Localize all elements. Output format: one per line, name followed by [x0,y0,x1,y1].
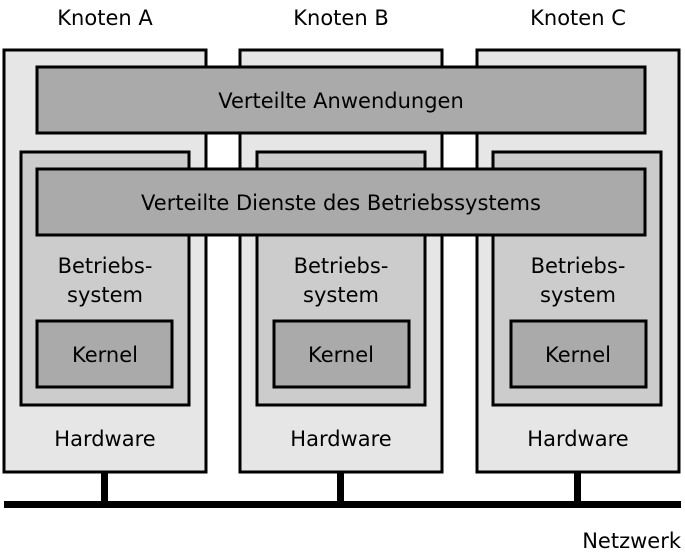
node-c-hardware-label: Hardware [527,427,628,451]
node-b-kernel-box [272,319,411,389]
node-b-hardware-label: Hardware [290,427,391,451]
node-b-kernel-label: Kernel [308,343,374,367]
node-c-os-label-2: system [540,283,616,307]
node-c-kernel-label: Kernel [545,343,611,367]
network: Netzwerk [4,501,682,553]
node-b-network-link [337,472,344,504]
services-layer-label: Verteilte Dienste des Betriebssystems [141,191,541,215]
node-a-kernel-label: Kernel [72,343,138,367]
node-b-title: Knoten B [293,6,388,30]
node-a-hardware-label: Hardware [54,427,155,451]
network-bus-line [4,501,681,508]
node-c-network-link [574,472,581,504]
node-a-os-label-1: Betriebs- [58,254,153,278]
node-a-os-label-2: system [67,283,143,307]
node-c-kernel-box [509,319,648,389]
node-b-os-label-1: Betriebs- [294,254,389,278]
node-a-kernel-box [35,319,174,389]
services-layer-box [35,167,647,237]
node-a-title: Knoten A [57,6,153,30]
node-a-network-link [101,472,108,504]
distributed-layers: Verteilte Anwendungen Verteilte Dienste … [35,65,647,237]
applications-layer-box [35,65,647,135]
network-label: Netzwerk [582,529,682,553]
node-c-os-label-1: Betriebs- [531,254,626,278]
applications-layer-label: Verteilte Anwendungen [218,89,464,113]
node-c-title: Knoten C [530,6,626,30]
node-b-os-label-2: system [303,283,379,307]
